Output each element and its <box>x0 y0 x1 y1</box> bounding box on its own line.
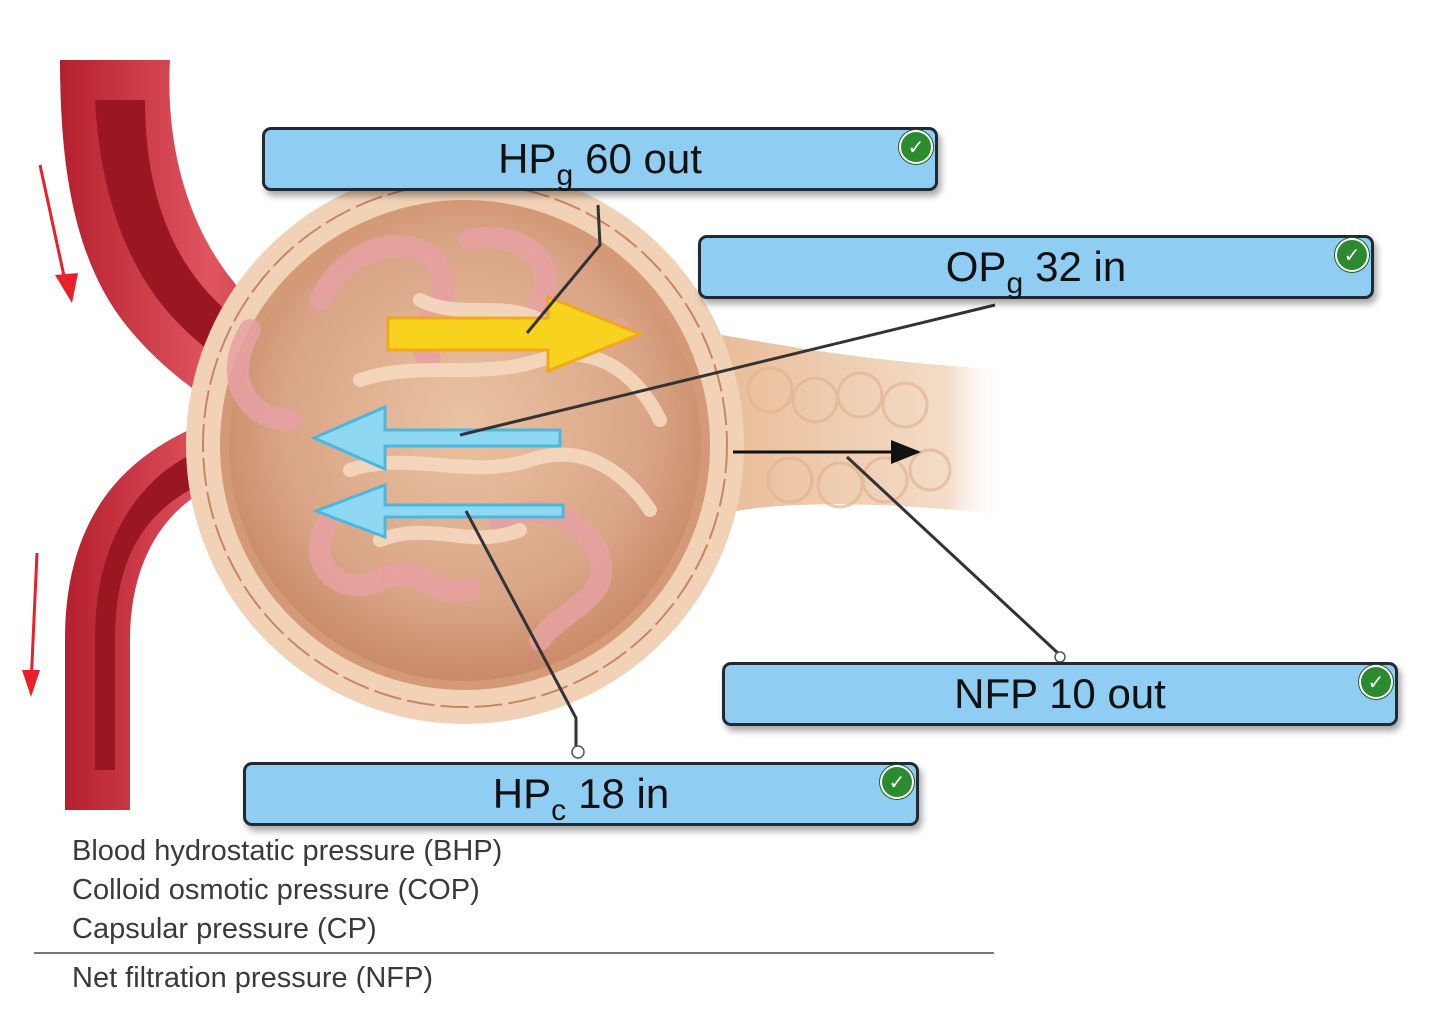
nfp-label[interactable]: NFP 10 out ✓ <box>722 662 1398 726</box>
renal-tubule <box>690 330 1010 520</box>
check-circle-icon: ✓ <box>1359 665 1393 699</box>
pressure-legend: Blood hydrostatic pressure (BHP) Colloid… <box>34 832 1002 994</box>
legend-nfp: Net filtration pressure (NFP) <box>72 962 433 994</box>
efferent-arteriole <box>65 400 360 810</box>
outward-pressure-arrow <box>386 294 645 374</box>
legend-cop: Colloid osmotic pressure (COP) <box>72 874 480 906</box>
leader-lines <box>459 204 1062 748</box>
inward-pressure-arrows <box>310 404 565 540</box>
legend-bhp: Blood hydrostatic pressure (BHP) <box>72 835 503 867</box>
nfp-label-text: NFP 10 out <box>954 670 1166 717</box>
check-circle-icon: ✓ <box>880 765 914 799</box>
check-circle-icon: ✓ <box>899 130 933 164</box>
legend-divider <box>34 952 994 954</box>
check-circle-icon: ✓ <box>1335 238 1369 272</box>
blood-flow-arrows <box>22 164 78 697</box>
legend-cp: Capsular pressure (CP) <box>72 913 377 945</box>
